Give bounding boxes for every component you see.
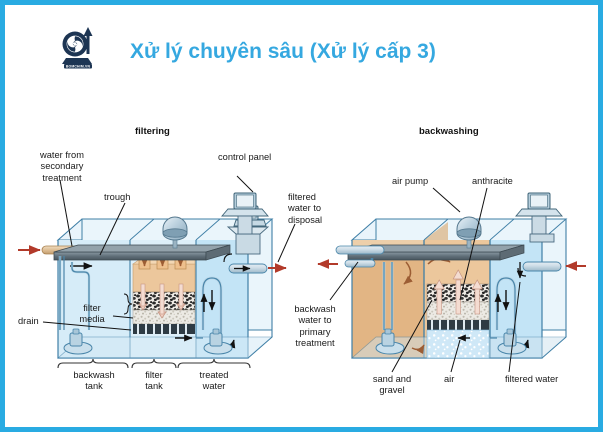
filtering-diagram — [18, 175, 296, 369]
label-trough: trough — [104, 192, 131, 202]
trough — [53, 244, 231, 270]
filter-media-brace — [123, 293, 133, 315]
backwash-pump — [63, 328, 93, 355]
upflow-arrows — [433, 269, 483, 315]
treated-water-pipes — [196, 276, 223, 345]
backwash-outlet-pipe — [317, 245, 385, 269]
backwash-pump-right — [382, 262, 394, 330]
air-pump-dome-left — [162, 216, 188, 249]
label-air: air — [444, 374, 455, 384]
logo-mark: BOMCHIM.VN — [62, 27, 93, 69]
backwashing-diagram — [317, 187, 586, 373]
treated-water-pipes-right — [490, 276, 517, 345]
label-air-pump: air pump — [392, 176, 429, 186]
heading-backwashing: backwashing — [419, 126, 479, 137]
drain-pipe — [58, 256, 91, 330]
bottom-braces-left — [57, 358, 251, 369]
logo-wordmark: BOMCHIM.VN — [66, 65, 91, 69]
page-title: Xử lý chuyên sâu (Xử lý cấp 3) — [130, 40, 436, 63]
treated-water-pump — [203, 328, 233, 355]
heading-filtering: filtering — [135, 126, 170, 137]
air-pump-dome-right — [456, 216, 482, 249]
trough-right — [347, 244, 525, 261]
bomchimvn-logo: BOMCHIM.VN — [58, 24, 104, 72]
label-filtered-water: filtered water — [505, 374, 559, 384]
leader-lines-left — [42, 175, 296, 331]
label-drain: drain — [18, 316, 39, 326]
pump-right-body — [375, 328, 405, 355]
control-panel-right — [515, 192, 563, 243]
outlet-pipe — [223, 253, 287, 274]
downflow-arrows — [138, 283, 186, 319]
label-control-panel: control panel — [218, 152, 272, 162]
label-anthracite: anthracite — [472, 176, 513, 186]
filtered-water-inlet — [516, 261, 586, 279]
leader-lines-right — [329, 187, 521, 373]
control-panel-left — [221, 192, 270, 255]
